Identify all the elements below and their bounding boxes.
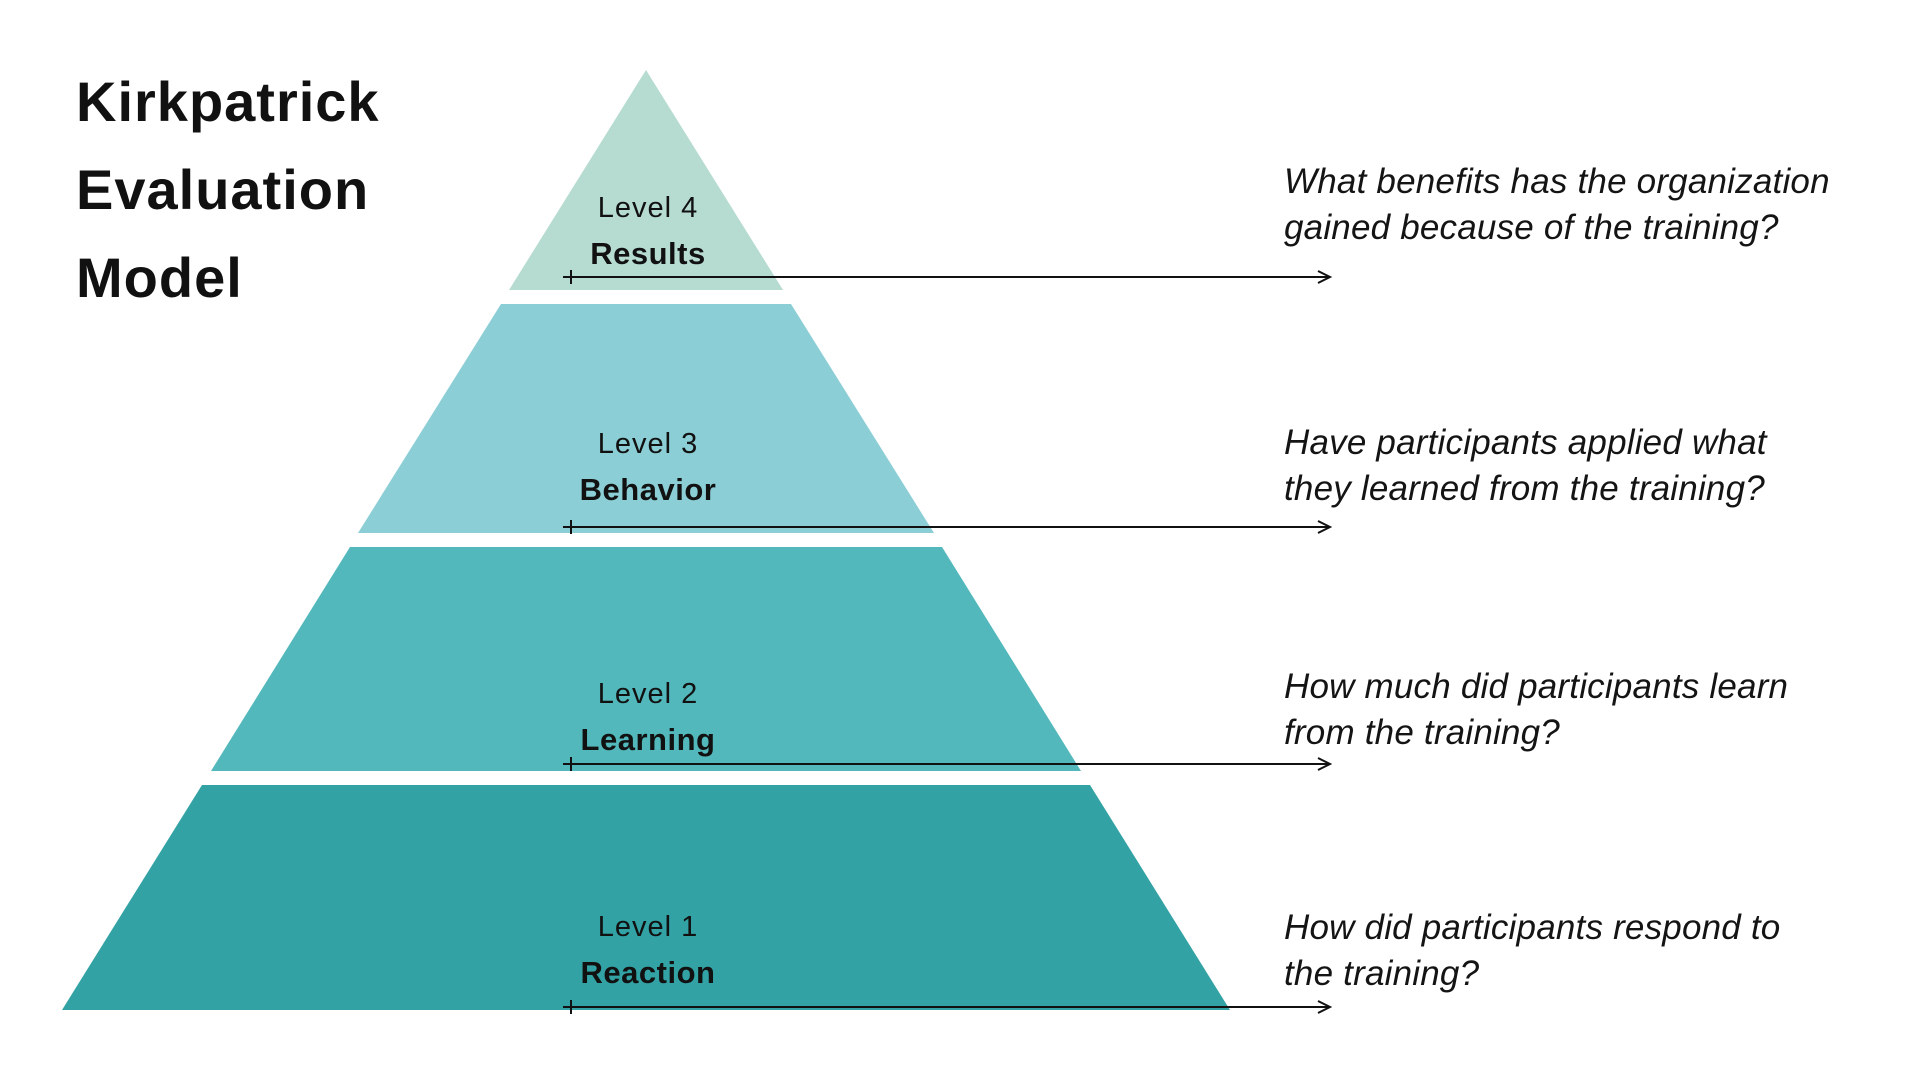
level-2-name-text: Learning	[580, 722, 716, 757]
level-4-level-text: Level 4	[597, 192, 699, 224]
level-2-question: How much did participants learn from the…	[1284, 667, 1789, 752]
level-1-name-text: Reaction	[580, 955, 716, 990]
level-4-label: Level 4 Results	[448, 186, 848, 276]
level-3-connector-line	[563, 520, 1333, 534]
level-1-label: Level 1 Reaction	[448, 905, 848, 995]
level-3-label: Level 3 Behavior	[448, 422, 848, 512]
level-2-shape	[211, 547, 1081, 771]
level-2-connector-line	[563, 757, 1333, 771]
level-3-level-text: Level 3	[597, 428, 699, 460]
diagram-title: Kirkpatrick Evaluation Model	[76, 70, 380, 309]
level-3-shape	[358, 304, 934, 533]
level-1-level-text: Level 1	[597, 911, 699, 943]
level-1-question: How did participants respond to the trai…	[1284, 908, 1781, 993]
level-1-shape	[62, 785, 1230, 1010]
level-2-level-text: Level 2	[597, 678, 699, 710]
level-3-name-text: Behavior	[579, 472, 717, 507]
level-1-connector-line	[563, 1000, 1333, 1014]
level-4-name-text: Results	[590, 236, 706, 271]
level-4-shape	[509, 70, 783, 290]
level-4-connector-line	[563, 270, 1333, 284]
level-3-question: Have participants applied what they lear…	[1284, 423, 1767, 508]
level-2-label: Level 2 Learning	[448, 672, 848, 762]
level-4-question: What benefits has the organization gaine…	[1284, 162, 1830, 247]
